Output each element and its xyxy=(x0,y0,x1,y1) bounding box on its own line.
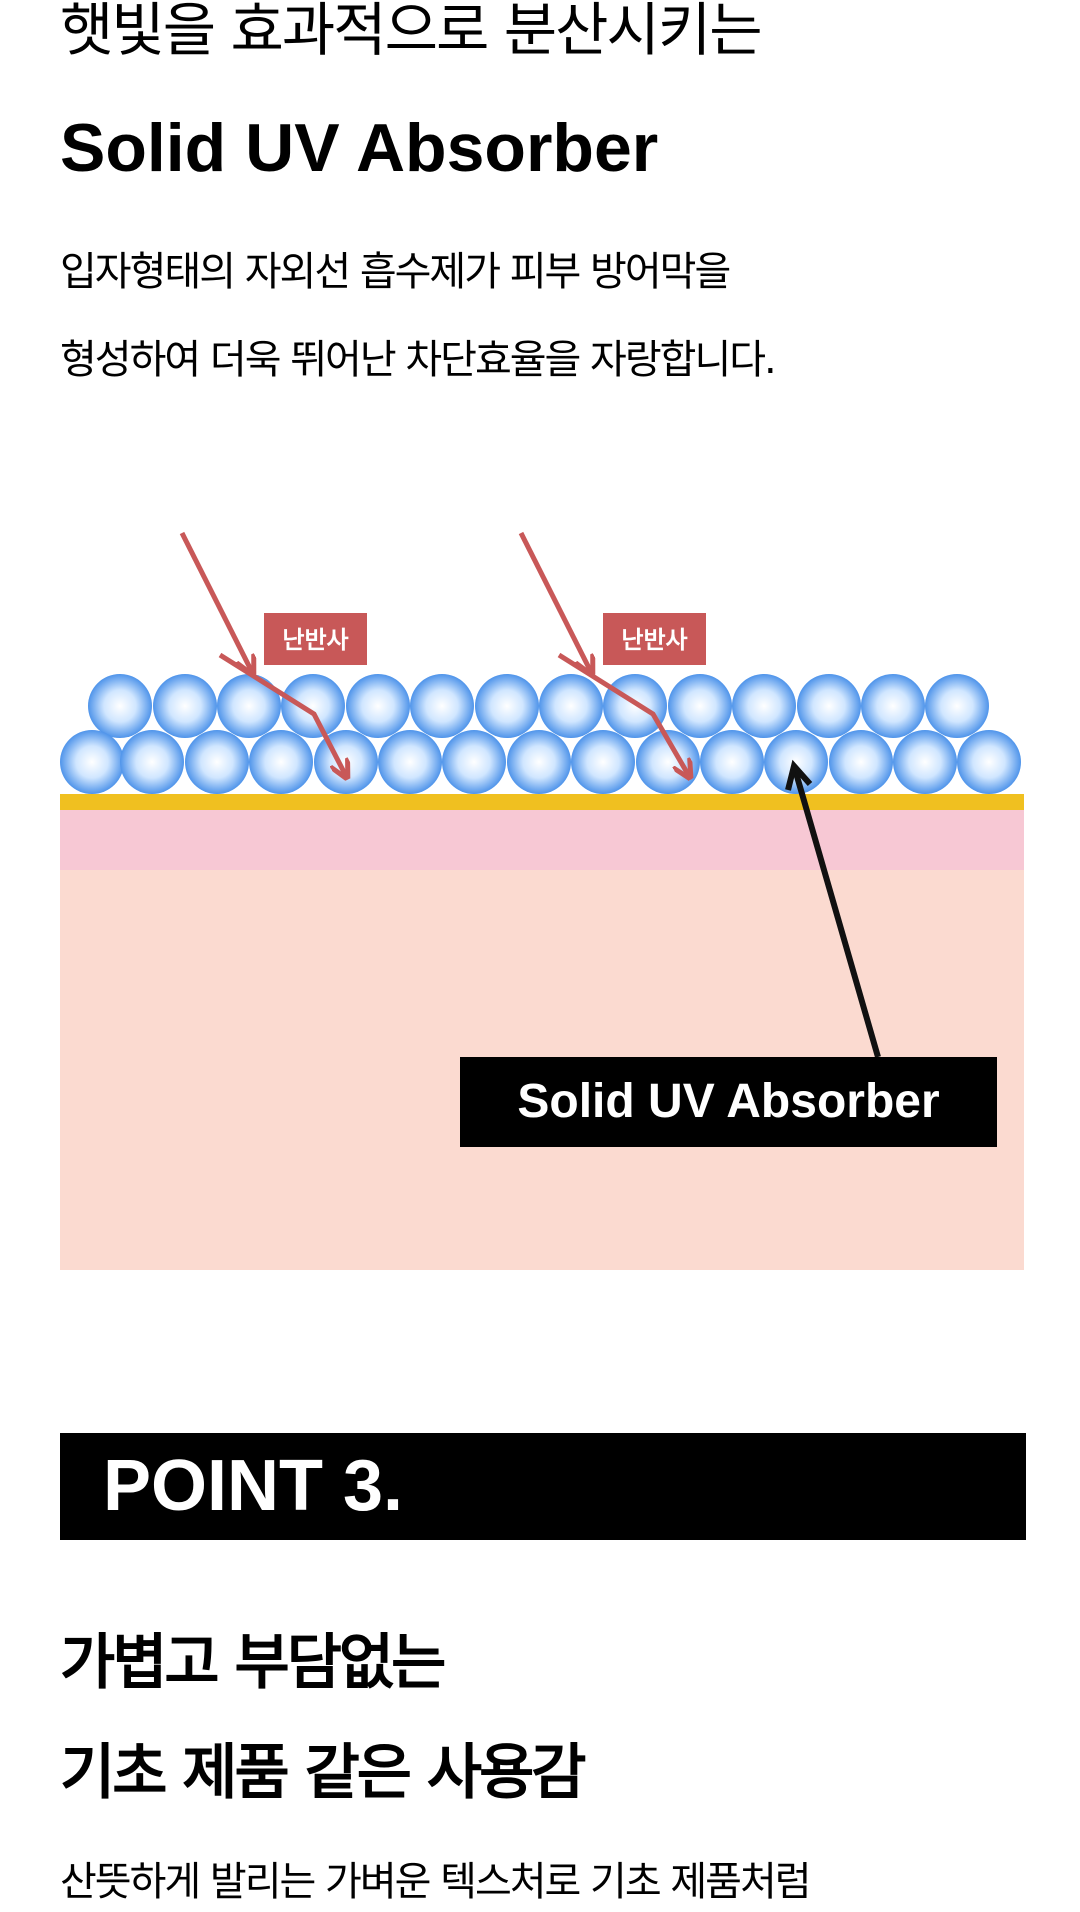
particle xyxy=(185,730,249,794)
particle xyxy=(217,674,281,738)
point-heading-line-1: 가볍고 부담없는 xyxy=(60,1628,446,1698)
barrier-line xyxy=(60,794,1024,810)
description-line-2: 형성하여 더욱 뛰어난 차단효율을 자랑합니다. xyxy=(60,337,777,383)
particle xyxy=(571,730,635,794)
particle xyxy=(732,674,796,738)
particle xyxy=(925,674,989,738)
description-line-1: 입자형태의 자외선 흡수제가 피부 방어막을 xyxy=(60,249,731,295)
point-label: POINT 3. xyxy=(103,1446,404,1526)
absorber-pointer-arrow xyxy=(785,759,881,1058)
section-title-en: Solid UV Absorber xyxy=(60,110,659,186)
scatter-badge-2-label: 난반사 xyxy=(621,626,687,654)
particle xyxy=(249,730,313,794)
particle xyxy=(797,674,861,738)
particle xyxy=(603,674,667,738)
epidermis-layer xyxy=(60,810,1024,870)
particle xyxy=(539,674,603,738)
section-description: 입자형태의 자외선 흡수제가 피부 방어막을 형성하여 더욱 뛰어난 차단효율을… xyxy=(60,228,1020,404)
particle xyxy=(120,730,184,794)
point-body-text: 산뜻하게 발리는 가벼운 텍스처로 기초 제품처럼 xyxy=(60,1859,812,1905)
particle xyxy=(829,730,893,794)
particle xyxy=(314,730,378,794)
absorber-particles-top-row xyxy=(88,674,989,738)
particle xyxy=(507,730,571,794)
point-heading: 가볍고 부담없는 기초 제품 같은 사용감 xyxy=(60,1608,586,1828)
particle xyxy=(700,730,764,794)
point-banner: POINT 3. xyxy=(60,1433,1026,1540)
absorber-callout-label: Solid UV Absorber xyxy=(517,1075,939,1128)
section-title-kr: 햇빛을 효과적으로 분산시키는 xyxy=(60,0,763,64)
point-heading-line-2: 기초 제품 같은 사용감 xyxy=(60,1738,586,1808)
particle xyxy=(378,730,442,794)
particle xyxy=(60,730,124,794)
absorber-particles-bottom-row xyxy=(60,730,1021,794)
scatter-badge-1-label: 난반사 xyxy=(282,626,348,654)
absorber-callout: Solid UV Absorber xyxy=(460,1057,997,1147)
uv-scatter-diagram: 난반사 난반사 Solid UV Absorber xyxy=(60,531,1024,1270)
scatter-badge-2: 난반사 xyxy=(603,613,706,665)
particle xyxy=(88,674,152,738)
particle xyxy=(764,730,828,794)
particle xyxy=(281,674,345,738)
particle xyxy=(893,730,957,794)
particle xyxy=(153,674,217,738)
particle xyxy=(346,674,410,738)
particle xyxy=(861,674,925,738)
scatter-badge-1: 난반사 xyxy=(264,613,367,665)
particle xyxy=(410,674,474,738)
particle xyxy=(668,674,732,738)
scatter-arrow-1 xyxy=(179,531,346,776)
scatter-arrow-2 xyxy=(518,531,689,776)
particle xyxy=(957,730,1021,794)
particle xyxy=(442,730,506,794)
particle xyxy=(475,674,539,738)
